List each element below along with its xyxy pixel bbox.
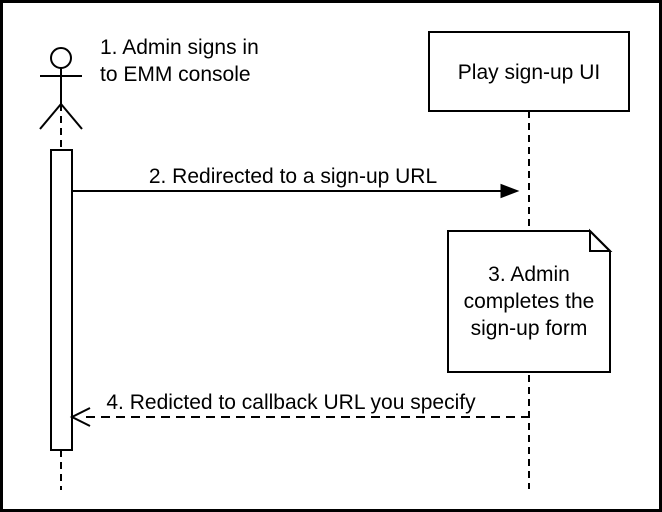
participant-box-label: Play sign-up UI [458,61,600,84]
note-outline [447,230,611,373]
actor-leg-right [60,103,83,130]
actor-label-line1: 1. Admin signs in [100,36,259,59]
message-4-arrowhead-icon [69,407,91,427]
note-fold-icon [589,228,613,252]
actor-leg-left [39,103,62,130]
note-text-line1: 3. Admin [488,263,570,286]
message-2-arrow: 2. Redirected to a sign-up URL [72,165,520,199]
actor-label-line2: to EMM console [100,63,251,86]
note-text-line3: sign-up form [471,317,588,340]
message-2-label: 2. Redirected to a sign-up URL [149,165,437,188]
message-4-label: 4. Redicted to callback URL you specify [106,391,476,414]
actor-icon [39,47,83,130]
message-4-arrow: 4. Redicted to callback URL you specify [69,391,529,427]
note-shape: 3. Admin completes the sign-up form [447,228,613,373]
message-2-arrowhead-icon [500,183,520,199]
note-text-line2: completes the [464,290,595,313]
actor-label: 1. Admin signs in to EMM console [100,36,259,86]
participant-box: Play sign-up UI [428,31,630,112]
participant-box-shape [428,31,630,112]
actor-activation-bar [50,149,73,451]
